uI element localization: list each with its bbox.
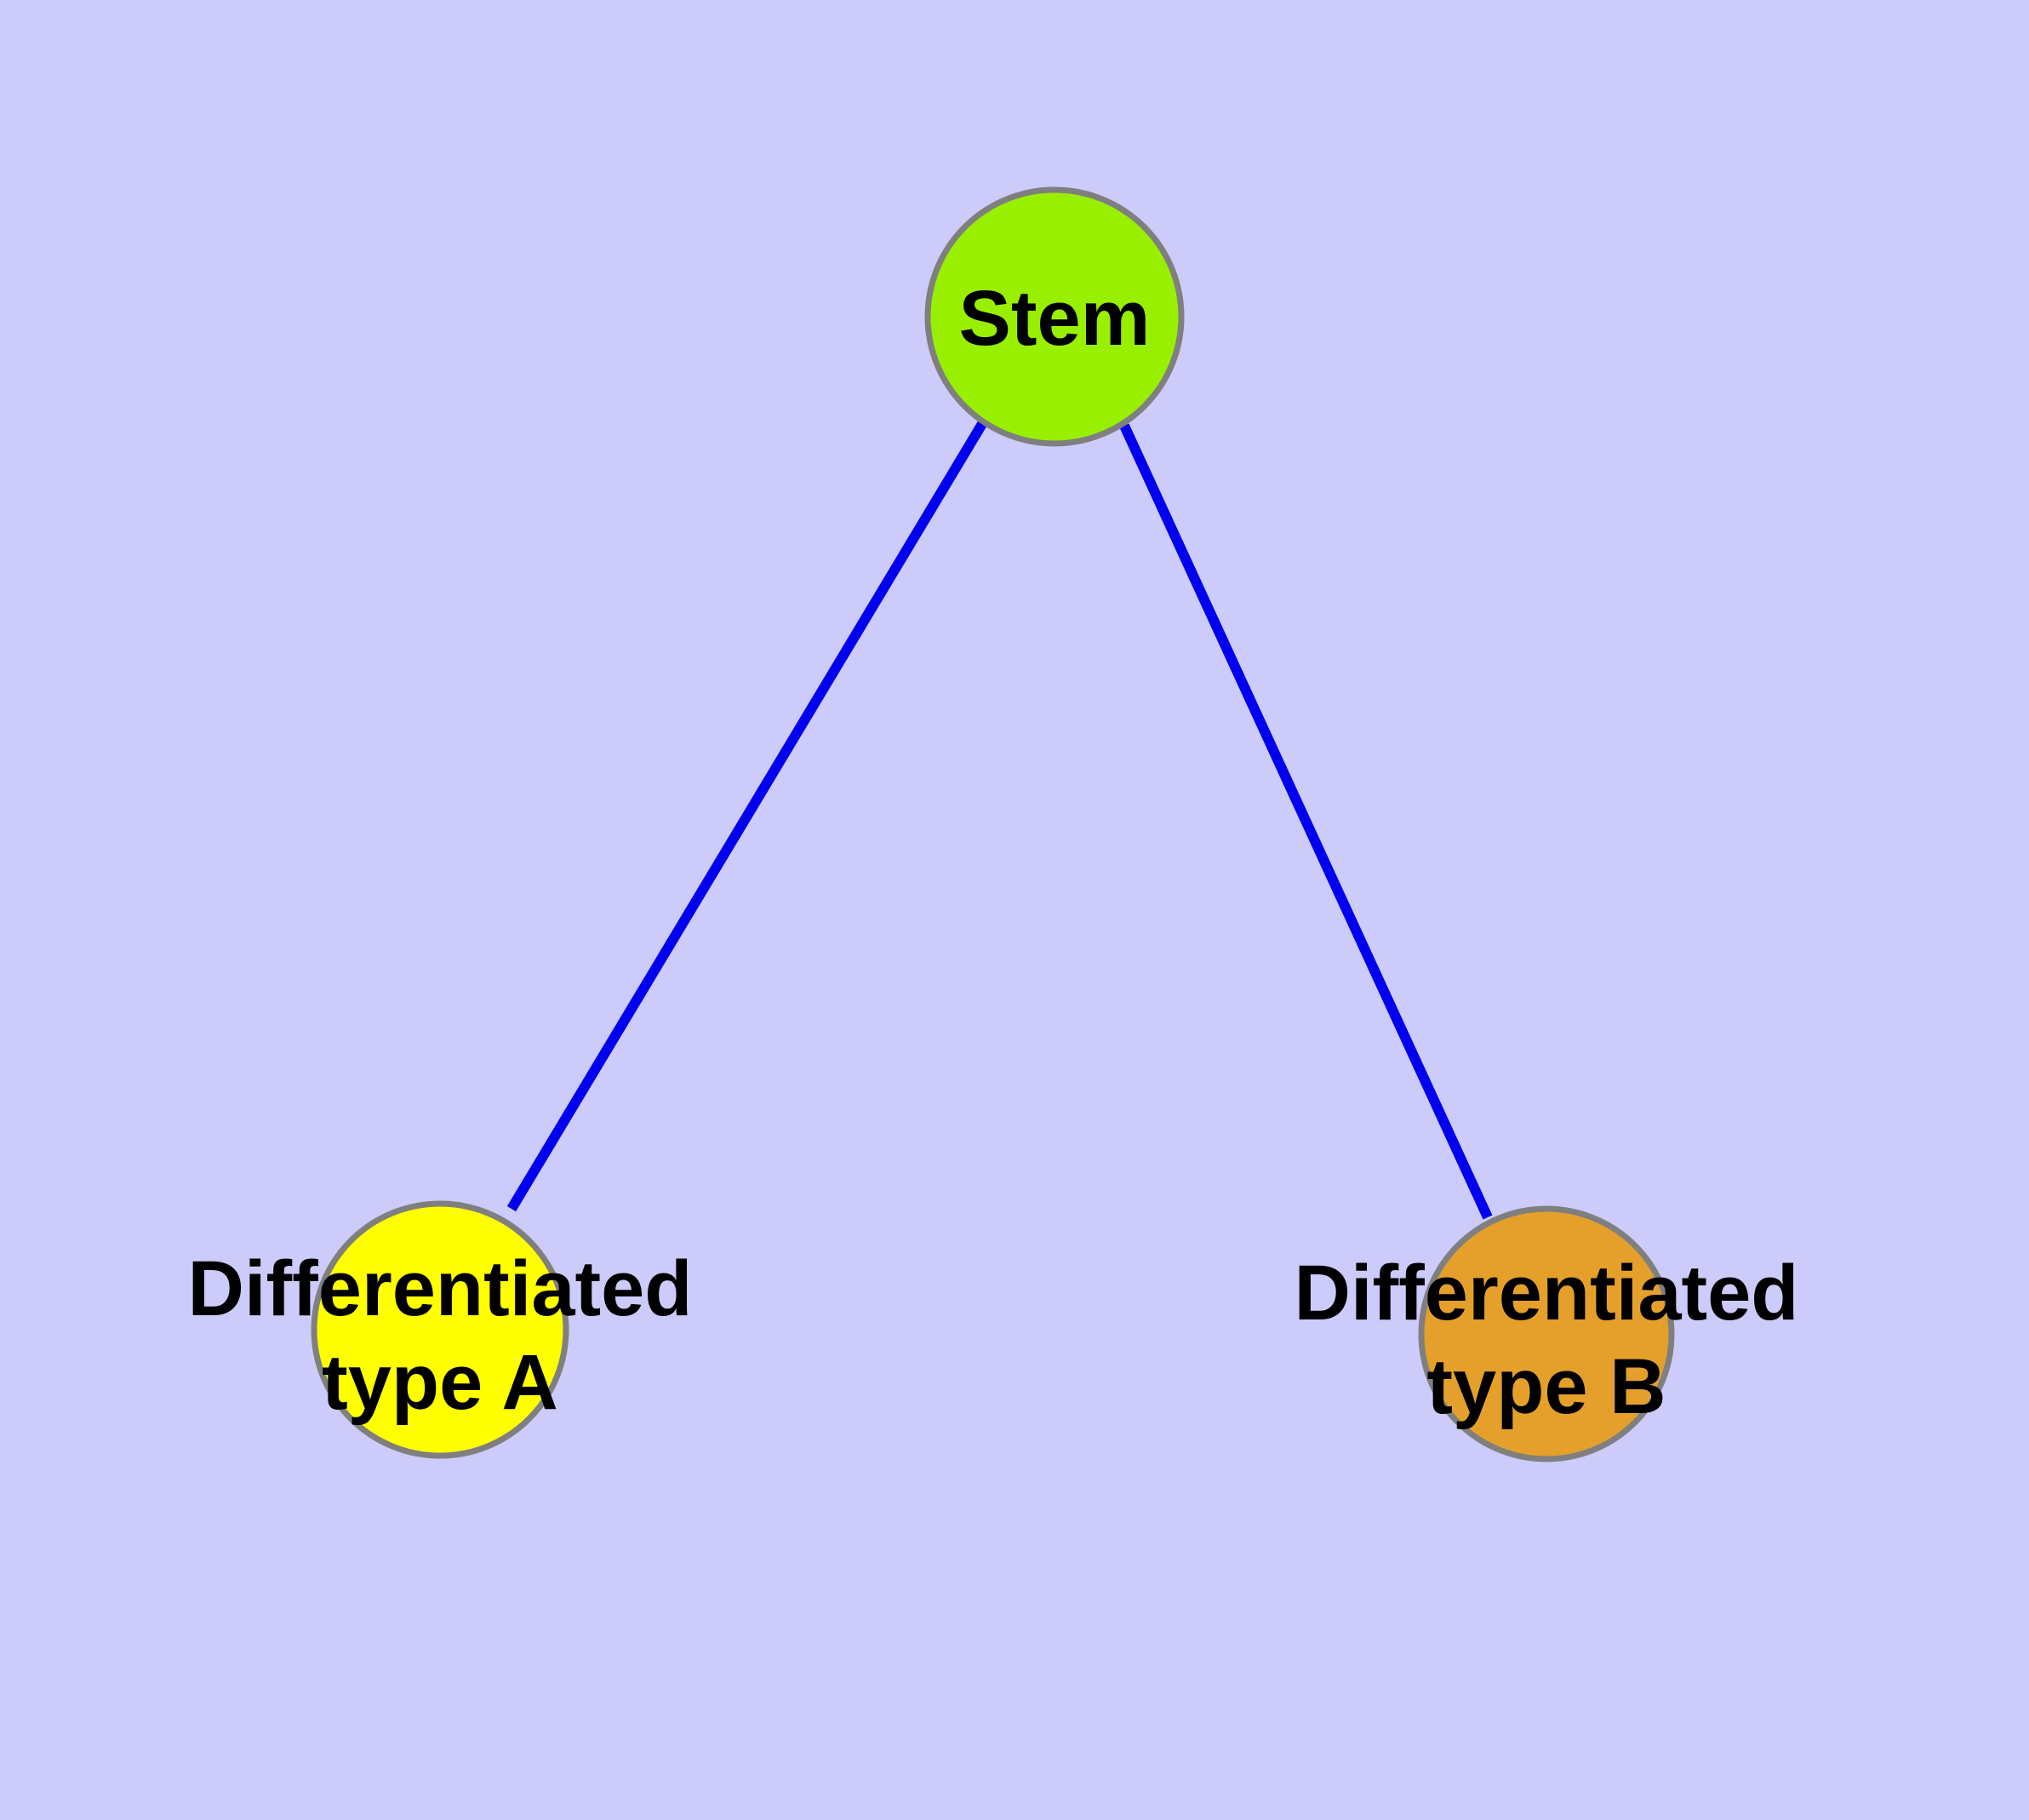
edges-group (506, 421, 1493, 1220)
node-circle-stem[interactable] (924, 186, 1185, 447)
node-circle-diff-a[interactable] (311, 1200, 569, 1459)
edge-stem-to-diff-a (506, 421, 987, 1212)
node-circle-diff-b[interactable] (1418, 1205, 1675, 1462)
edge-stem-to-diff-b (1119, 423, 1493, 1220)
node-label-line: Differentiated (1295, 1250, 1799, 1336)
node-label-line: Stem (959, 275, 1151, 362)
node-label-line: type A (322, 1339, 558, 1426)
node-label-stem: Stem (959, 275, 1151, 362)
node-stem[interactable]: Stem (924, 186, 1185, 447)
node-label-line: type B (1426, 1343, 1666, 1430)
node-label-line: Differentiated (188, 1245, 693, 1332)
